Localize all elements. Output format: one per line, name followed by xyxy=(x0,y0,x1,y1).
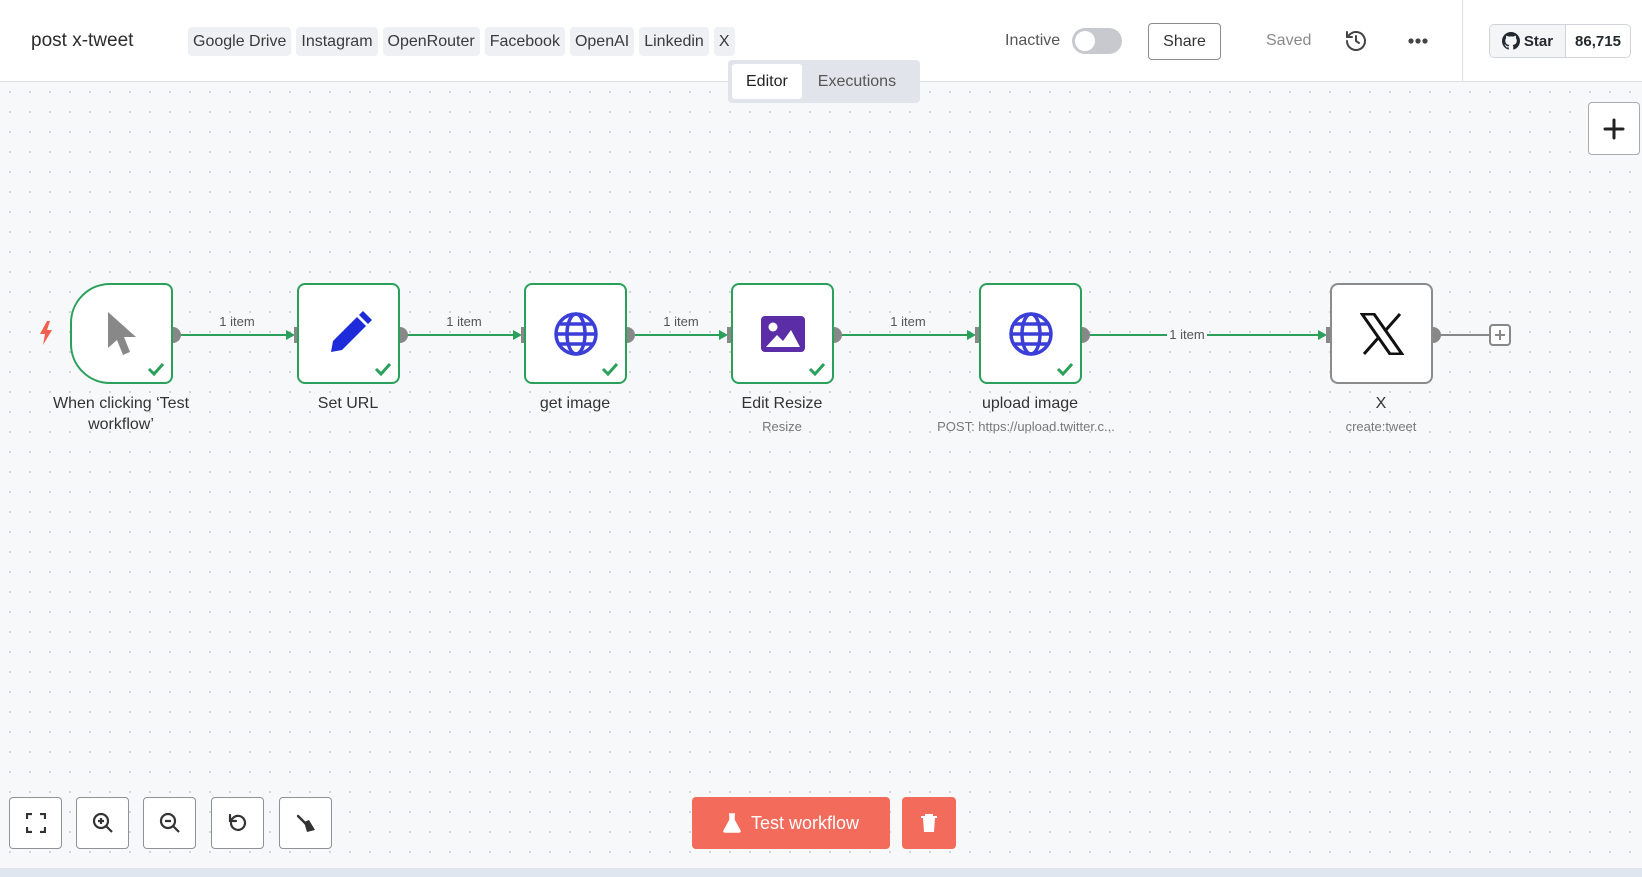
node-edit-resize[interactable] xyxy=(731,283,834,384)
success-check-icon xyxy=(147,362,165,376)
pencil-icon xyxy=(330,310,372,352)
flask-icon xyxy=(723,813,741,833)
active-toggle[interactable] xyxy=(1072,28,1122,54)
add-node-button[interactable] xyxy=(1588,102,1640,155)
edge-label: 1 item xyxy=(1167,327,1207,342)
node-subtitle: Resize xyxy=(762,419,802,434)
test-workflow-button[interactable]: Test workflow xyxy=(692,797,890,849)
globe-icon xyxy=(1008,311,1053,356)
node-x-tweet[interactable] xyxy=(1330,283,1433,384)
edge-label: 1 item xyxy=(890,314,926,329)
bottom-scrollbar xyxy=(0,868,1642,877)
github-icon xyxy=(1501,32,1520,50)
success-check-icon xyxy=(1056,362,1074,376)
node-name: upload image xyxy=(981,395,1079,412)
tidy-up-button[interactable] xyxy=(279,797,332,849)
github-star-label: Star xyxy=(1523,32,1554,50)
fullscreen-icon xyxy=(25,813,46,833)
cursor-icon xyxy=(107,311,136,355)
reset-zoom-button[interactable] xyxy=(211,797,264,849)
node-name: When clicking ‘Test workflow’ xyxy=(52,395,190,433)
node-manual-trigger[interactable] xyxy=(70,283,173,384)
success-check-icon xyxy=(601,362,619,376)
toggle-knob xyxy=(1075,31,1095,51)
zoom-in-icon xyxy=(92,812,113,833)
tab-executions[interactable]: Executions xyxy=(817,73,897,90)
node-upload-image[interactable] xyxy=(979,283,1082,384)
x-logo-icon xyxy=(1359,312,1404,355)
globe-icon xyxy=(553,311,598,356)
tag-instagram[interactable]: Instagram xyxy=(296,27,378,56)
node-name: X xyxy=(1375,395,1387,412)
zoom-out-icon xyxy=(159,812,180,833)
history-icon[interactable] xyxy=(1344,29,1368,53)
trash-icon xyxy=(921,814,937,832)
share-button[interactable]: Share xyxy=(1148,23,1221,60)
node-set-url[interactable] xyxy=(297,283,400,384)
more-options-icon[interactable] xyxy=(1405,31,1431,51)
input-connector[interactable] xyxy=(975,327,981,343)
github-star-count[interactable]: 86,715 xyxy=(1575,32,1621,50)
tag-openai[interactable]: OpenAI xyxy=(569,27,635,56)
test-workflow-label: Test workflow xyxy=(750,812,860,833)
success-check-icon xyxy=(808,362,826,376)
edge-label: 1 item xyxy=(663,314,699,329)
input-connector[interactable] xyxy=(1326,327,1332,343)
node-get-image[interactable] xyxy=(524,283,627,384)
trigger-bolt-icon xyxy=(40,321,52,345)
undo-icon xyxy=(228,813,246,831)
node-name: get image xyxy=(539,395,611,412)
top-header: post x-tweet Google Drive Instagram Open… xyxy=(0,0,1642,82)
broom-icon xyxy=(296,814,315,832)
zoom-out-button[interactable] xyxy=(143,797,196,849)
tab-editor[interactable]: Editor xyxy=(732,64,802,99)
workflow-tags: Google Drive Instagram OpenRouter Facebo… xyxy=(188,27,735,56)
edge-label: 1 item xyxy=(446,314,482,329)
image-icon xyxy=(760,315,805,352)
plus-icon xyxy=(1603,118,1625,139)
github-star-button[interactable]: Star xyxy=(1490,25,1566,57)
zoom-in-button[interactable] xyxy=(76,797,129,849)
connection-3[interactable] xyxy=(627,330,728,340)
tag-google-drive[interactable]: Google Drive xyxy=(188,27,292,56)
tag-x[interactable]: X xyxy=(713,27,735,56)
tag-linkedin[interactable]: Linkedin xyxy=(639,27,709,56)
view-switcher: Editor Executions xyxy=(728,60,920,103)
clear-execution-button[interactable] xyxy=(902,797,956,849)
active-status-label: Inactive xyxy=(1005,32,1061,49)
workflow-canvas[interactable] xyxy=(0,82,1642,873)
tag-openrouter[interactable]: OpenRouter xyxy=(382,27,480,56)
node-subtitle: POST: https://upload.twitter.c... xyxy=(937,419,1115,434)
connection-6-open[interactable] xyxy=(1433,324,1511,346)
github-star-widget[interactable]: Star 86,715 xyxy=(1489,24,1631,58)
tag-facebook[interactable]: Facebook xyxy=(484,27,565,56)
edge-label: 1 item xyxy=(219,314,255,329)
header-divider xyxy=(1462,0,1463,82)
node-subtitle: create:tweet xyxy=(1345,419,1417,434)
fit-view-button[interactable] xyxy=(9,797,62,849)
success-check-icon xyxy=(374,362,392,376)
connection-2[interactable] xyxy=(400,330,522,340)
node-name: Set URL xyxy=(317,395,379,412)
node-name: Edit Resize xyxy=(741,395,823,412)
connection-1[interactable] xyxy=(173,330,295,340)
workflow-title[interactable]: post x-tweet xyxy=(31,30,134,51)
saved-status: Saved xyxy=(1266,32,1312,49)
connection-4[interactable] xyxy=(834,330,976,340)
input-connector[interactable] xyxy=(727,327,733,343)
